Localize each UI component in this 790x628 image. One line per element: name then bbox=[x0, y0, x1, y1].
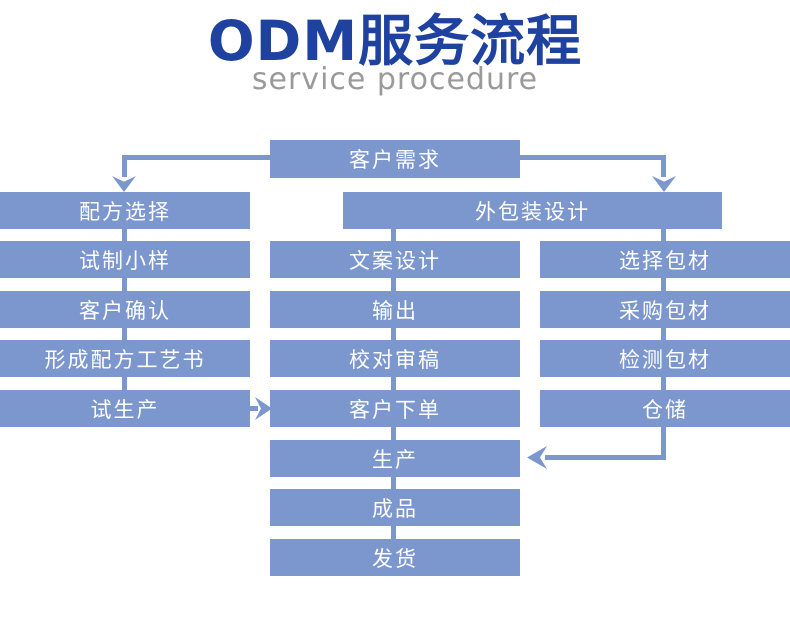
box-warehousing: 仓储 bbox=[540, 390, 790, 427]
page-title: ODM服务流程 bbox=[207, 9, 583, 73]
connector-right-1 bbox=[661, 229, 666, 241]
box-packaging-design: 外包装设计 bbox=[343, 192, 722, 229]
box-proofreading: 校对审稿 bbox=[270, 340, 520, 377]
box-copy-design: 文案设计 bbox=[270, 241, 520, 278]
box-test-packaging: 检测包材 bbox=[540, 340, 790, 377]
arrow-down-icon bbox=[112, 176, 136, 192]
connector-mid-5 bbox=[391, 427, 396, 440]
connector-top-right-horizontal bbox=[520, 155, 666, 160]
connector-top-left-vertical bbox=[122, 155, 127, 177]
connector-right-4 bbox=[661, 377, 666, 390]
connector-mid-1 bbox=[391, 229, 396, 241]
connector-right-2 bbox=[661, 278, 666, 291]
connector-trial-to-order bbox=[250, 406, 258, 411]
connector-mid-4 bbox=[391, 377, 396, 390]
box-purchase-packaging: 采购包材 bbox=[540, 291, 790, 328]
connector-mid-6 bbox=[391, 477, 396, 489]
connector-warehouse-down bbox=[661, 427, 666, 460]
arrow-down-icon bbox=[652, 176, 676, 192]
page-subtitle: service procedure bbox=[251, 62, 539, 97]
box-finished-product: 成品 bbox=[270, 489, 520, 526]
box-formula-process-doc: 形成配方工艺书 bbox=[0, 340, 250, 377]
box-customer-order: 客户下单 bbox=[270, 390, 520, 427]
box-customer-demand: 客户需求 bbox=[270, 140, 520, 178]
box-output: 输出 bbox=[270, 291, 520, 328]
box-trial-sample: 试制小样 bbox=[0, 241, 250, 278]
connector-mid-2 bbox=[391, 278, 396, 291]
connector-top-left-horizontal bbox=[122, 155, 270, 160]
box-select-packaging: 选择包材 bbox=[540, 241, 790, 278]
connector-left-1 bbox=[122, 229, 127, 241]
connector-left-2 bbox=[122, 278, 127, 291]
box-formula-selection: 配方选择 bbox=[0, 192, 250, 229]
box-customer-confirm: 客户确认 bbox=[0, 291, 250, 328]
connector-mid-3 bbox=[391, 328, 396, 340]
arrow-left-icon bbox=[527, 446, 547, 469]
box-shipment: 发货 bbox=[270, 539, 520, 576]
connector-left-4 bbox=[122, 377, 127, 390]
connector-warehouse-to-production bbox=[545, 455, 666, 460]
connector-right-3 bbox=[661, 328, 666, 340]
box-trial-production: 试生产 bbox=[0, 390, 250, 427]
box-production: 生产 bbox=[270, 440, 520, 477]
connector-mid-7 bbox=[391, 526, 396, 539]
connector-left-3 bbox=[122, 328, 127, 340]
connector-top-right-vertical bbox=[661, 155, 666, 177]
